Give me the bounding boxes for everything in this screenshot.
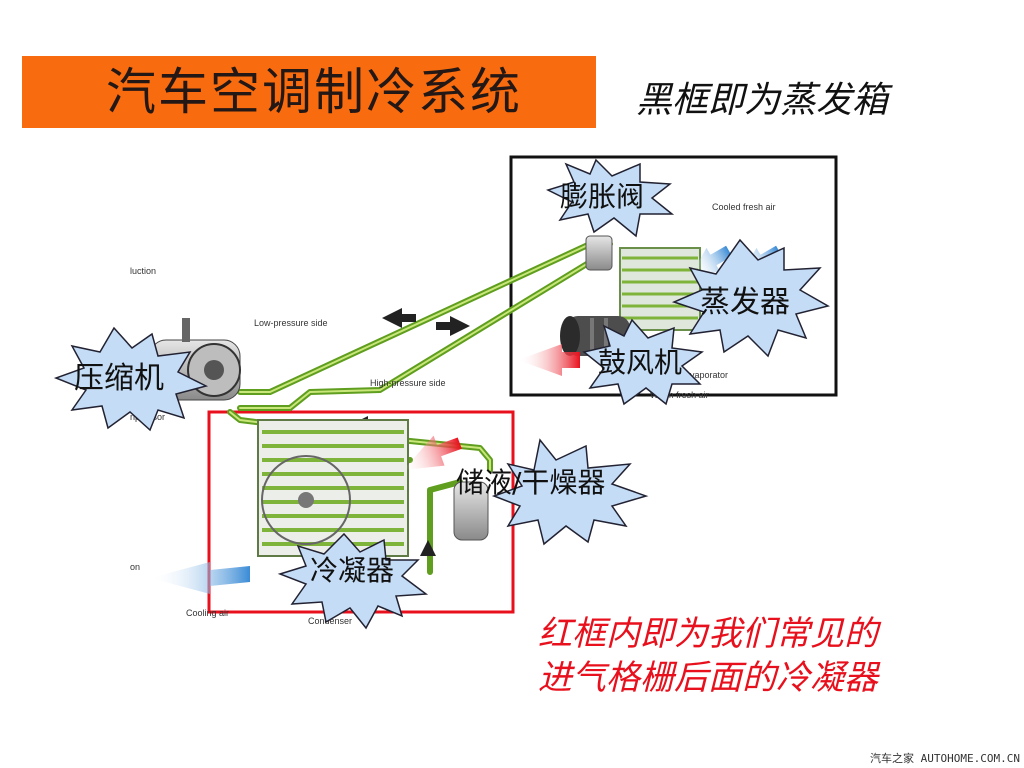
expansion-valve-part <box>585 235 613 271</box>
evaporator-box-frame <box>509 155 838 397</box>
burst-condenser: 冷凝器 <box>277 532 429 630</box>
label-high-pressure: High-pressure side <box>370 378 446 388</box>
burst-evaporator: 蒸发器 <box>671 238 830 358</box>
compressor-label: 压缩机 <box>74 361 164 396</box>
burst-blower: 鼓风机 <box>582 318 705 406</box>
burst-receiver-drier: 储液/干燥器 <box>456 438 649 546</box>
label-condenser-en: Condenser <box>308 616 352 626</box>
burst-expansion-valve: 膨胀阀 <box>545 158 675 238</box>
red-box-note: 红框内即为我们常见的 进气格栅后面的冷凝器 <box>538 612 878 700</box>
black-box-note: 黑框即为蒸发箱 <box>636 80 889 121</box>
label-cooled-air: Cooled fresh air <box>712 202 776 212</box>
title-banner <box>22 56 596 128</box>
receiver-drier-part <box>453 481 489 541</box>
label-warm-air: Warm fresh air <box>650 390 709 400</box>
label-cooling-air: Cooling air <box>186 608 229 618</box>
evaporator-core <box>619 247 701 331</box>
red-box-note-line2: 进气格栅后面的冷凝器 <box>538 658 878 698</box>
condenser-core <box>257 419 409 557</box>
red-box-note-line1: 红框内即为我们常见的 <box>538 614 878 654</box>
condenser-label: 冷凝器 <box>310 554 394 587</box>
label-vaporator: vaporator <box>690 370 728 380</box>
evaporator-label: 蒸发器 <box>700 285 790 320</box>
blower-label: 鼓风机 <box>598 346 682 379</box>
burst-compressor: 压缩机 <box>53 326 209 432</box>
watermark-footer: 汽车之家 AUTOHOME.COM.CN <box>870 752 1020 765</box>
label-suction: luction <box>130 266 156 276</box>
expansion-valve-label: 膨胀阀 <box>560 180 644 213</box>
label-low-pressure: Low-pressure side <box>254 318 328 328</box>
label-on: on <box>130 562 140 572</box>
page-title: 汽车空调制冷系统 <box>106 63 522 121</box>
receiver-drier-label: 储液/干燥器 <box>456 466 605 499</box>
